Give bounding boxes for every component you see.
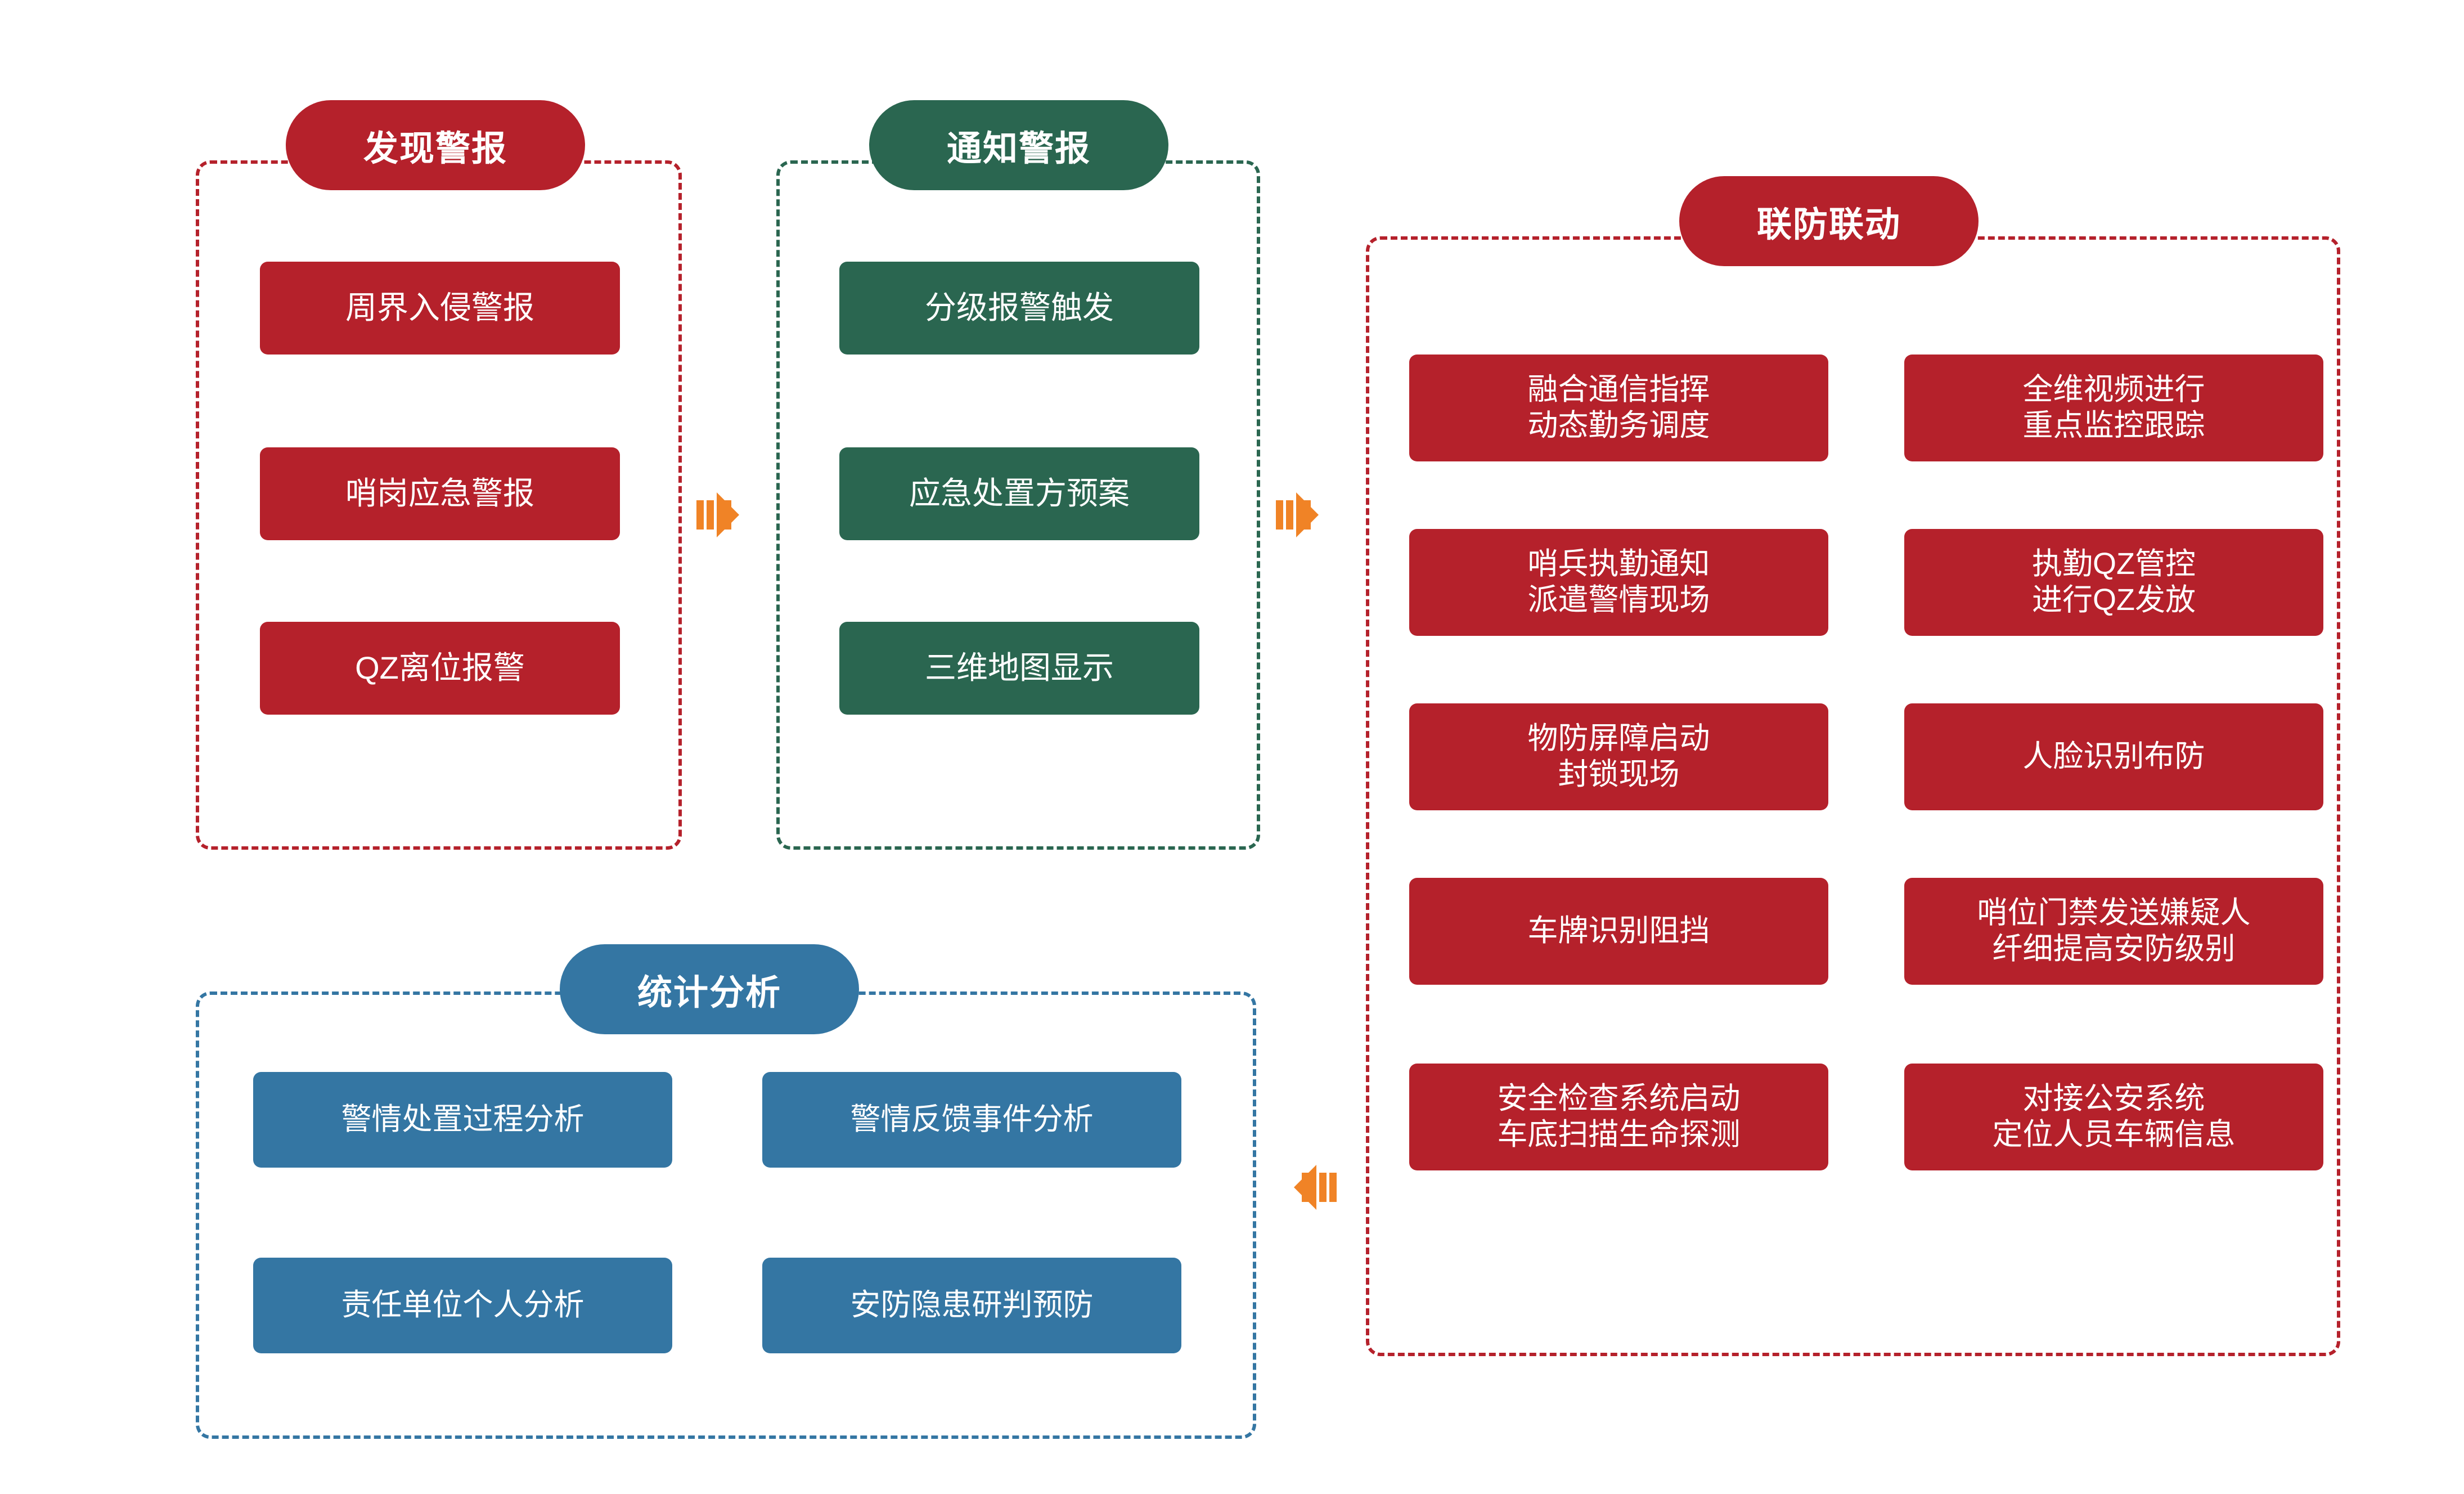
card-qz-offpost-alarm[interactable]: QZ离位报警 [260, 622, 620, 715]
panel-detect-alarm-title-badge: 发现警报 [286, 100, 585, 190]
card-sentry-emergency-alarm[interactable]: 哨岗应急警报 [260, 447, 620, 540]
card-gate-suspect-alert-upgrade[interactable]: 哨位门禁发送嫌疑人 纤细提高安防级别 [1904, 878, 2323, 985]
card-sentry-duty-notice[interactable]: 哨兵执勤通知 派遣警情现场 [1409, 529, 1828, 636]
card-label-line1: 全维视频进行 [2022, 373, 2205, 407]
panel-statistics [196, 991, 1256, 1439]
card-responsible-unit-individual-analysis[interactable]: 责任单位个人分析 [253, 1258, 672, 1353]
card-label-line1: 安全检查系统启动 [1497, 1082, 1741, 1116]
card-omnidirectional-video-tracking[interactable]: 全维视频进行 重点监控跟踪 [1904, 355, 2323, 461]
card-label-line1: 物防屏障启动 [1527, 721, 1710, 756]
card-label: 三维地图显示 [925, 650, 1114, 686]
panel-detect-alarm-title: 发现警报 [363, 129, 507, 168]
card-label-line2: 封锁现场 [1558, 757, 1680, 791]
card-label-line1: 执勤QZ管控 [2032, 547, 2196, 581]
panel-notify-alarm-title-badge: 通知警报 [869, 100, 1168, 190]
card-plate-recognition-block[interactable]: 车牌识别阻挡 [1409, 878, 1828, 985]
card-label-line2: 进行QZ发放 [2032, 583, 2196, 617]
arrow-notify-to-joint-icon [1275, 481, 1342, 549]
card-label: QZ离位报警 [355, 650, 525, 686]
card-label: 责任单位个人分析 [341, 1288, 584, 1322]
arrow-detect-to-notify-icon [695, 481, 763, 549]
card-label: 周界入侵警报 [345, 290, 534, 326]
card-emergency-response-plan[interactable]: 应急处置方预案 [839, 447, 1199, 540]
card-label-line2: 定位人员车辆信息 [1992, 1118, 2236, 1151]
card-label: 分级报警触发 [925, 290, 1114, 326]
card-duty-qz-control-issue[interactable]: 执勤QZ管控 进行QZ发放 [1904, 529, 2323, 636]
card-label: 警情反馈事件分析 [850, 1102, 1094, 1137]
panel-joint-defense-title: 联防联动 [1756, 205, 1901, 244]
card-label-line2: 派遣警情现场 [1527, 583, 1710, 617]
card-perimeter-intrusion-alarm[interactable]: 周界入侵警报 [260, 262, 620, 355]
card-3d-map-display[interactable]: 三维地图显示 [839, 622, 1199, 715]
panel-joint-defense-title-badge: 联防联动 [1679, 176, 1979, 266]
panel-statistics-title: 统计分析 [637, 973, 781, 1012]
arrow-joint-to-statistics-icon [1270, 1154, 1338, 1221]
card-label: 警情处置过程分析 [341, 1102, 584, 1137]
card-label-line1: 哨位门禁发送嫌疑人 [1977, 896, 2251, 930]
card-label-line2: 动态勤务调度 [1527, 409, 1710, 442]
card-label-line2: 纤细提高安防级别 [1992, 932, 2236, 966]
card-label: 哨岗应急警报 [345, 475, 534, 512]
card-label-line2: 重点监控跟踪 [2022, 409, 2205, 442]
card-label-line1: 对接公安系统 [2022, 1082, 2205, 1116]
card-label: 应急处置方预案 [909, 475, 1130, 512]
card-graded-alarm-trigger[interactable]: 分级报警触发 [839, 262, 1199, 355]
card-face-recognition-deployment[interactable]: 人脸识别布防 [1904, 703, 2323, 810]
panel-statistics-title-badge: 统计分析 [560, 944, 859, 1034]
card-security-hazard-prevention-analysis[interactable]: 安防隐患研判预防 [762, 1258, 1181, 1353]
card-label: 安防隐患研判预防 [850, 1288, 1094, 1322]
card-alarm-handling-process-analysis[interactable]: 警情处置过程分析 [253, 1072, 672, 1168]
card-alarm-feedback-event-analysis[interactable]: 警情反馈事件分析 [762, 1072, 1181, 1168]
panel-notify-alarm-title: 通知警报 [946, 129, 1091, 168]
card-label-line1: 人脸识别布防 [2022, 739, 2205, 774]
card-police-system-integration[interactable]: 对接公安系统 定位人员车辆信息 [1904, 1064, 2323, 1170]
card-label-line1: 融合通信指挥 [1527, 373, 1710, 407]
card-physical-barrier-lockdown[interactable]: 物防屏障启动 封锁现场 [1409, 703, 1828, 810]
card-fusion-comms-command[interactable]: 融合通信指挥 动态勤务调度 [1409, 355, 1828, 461]
card-label-line1: 哨兵执勤通知 [1527, 547, 1710, 581]
card-label-line2: 车底扫描生命探测 [1497, 1118, 1741, 1151]
card-security-check-vehicle-scan[interactable]: 安全检查系统启动 车底扫描生命探测 [1409, 1064, 1828, 1170]
card-label-line1: 车牌识别阻挡 [1527, 914, 1710, 948]
